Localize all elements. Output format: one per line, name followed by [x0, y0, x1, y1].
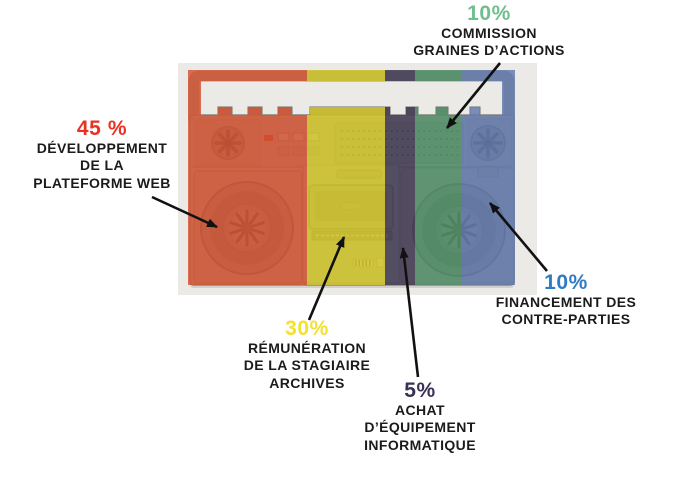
label-line: COMMISSION: [441, 25, 537, 42]
label-line: RÉMUNÉRATION: [247, 340, 367, 357]
label-equipement-informatique: 5% ACHAT D’ÉQUIPEMENT INFORMATIQUE: [364, 379, 476, 454]
label-commission-graines: 10% COMMISSION GRAINES D’ACTIONS: [413, 2, 564, 60]
label-line: GRAINES D’ACTIONS: [413, 42, 565, 59]
boombox-photo: [178, 63, 537, 295]
label-line: FINANCEMENT DES: [495, 294, 637, 311]
label-line: ACHAT: [395, 402, 445, 419]
label-line: DÉVELOPPEMENT: [36, 140, 168, 157]
label-stagiaire-archives: 30% RÉMUNÉRATION DE LA STAGIAIRE ARCHIVE…: [244, 317, 371, 392]
pct-equipement: 5%: [404, 379, 436, 402]
label-line: DE LA: [80, 157, 124, 174]
pct-plateforme-web: 45 %: [76, 117, 128, 140]
label-line: CONTRE-PARTIES: [501, 311, 631, 328]
label-line: DE LA STAGIAIRE: [243, 357, 371, 374]
pct-commission: 10%: [467, 2, 511, 25]
pct-contreparties: 10%: [544, 271, 588, 294]
label-line: INFORMATIQUE: [364, 436, 476, 453]
label-line: ARCHIVES: [269, 374, 345, 391]
label-contreparties: 10% FINANCEMENT DES CONTRE-PARTIES: [496, 271, 637, 329]
label-line: D’ÉQUIPEMENT: [364, 419, 476, 436]
label-plateforme-web: 45 % DÉVELOPPEMENT DE LA PLATEFORME WEB: [33, 117, 171, 192]
label-line: PLATEFORME WEB: [33, 174, 171, 191]
pct-stagiaire: 30%: [285, 317, 329, 340]
